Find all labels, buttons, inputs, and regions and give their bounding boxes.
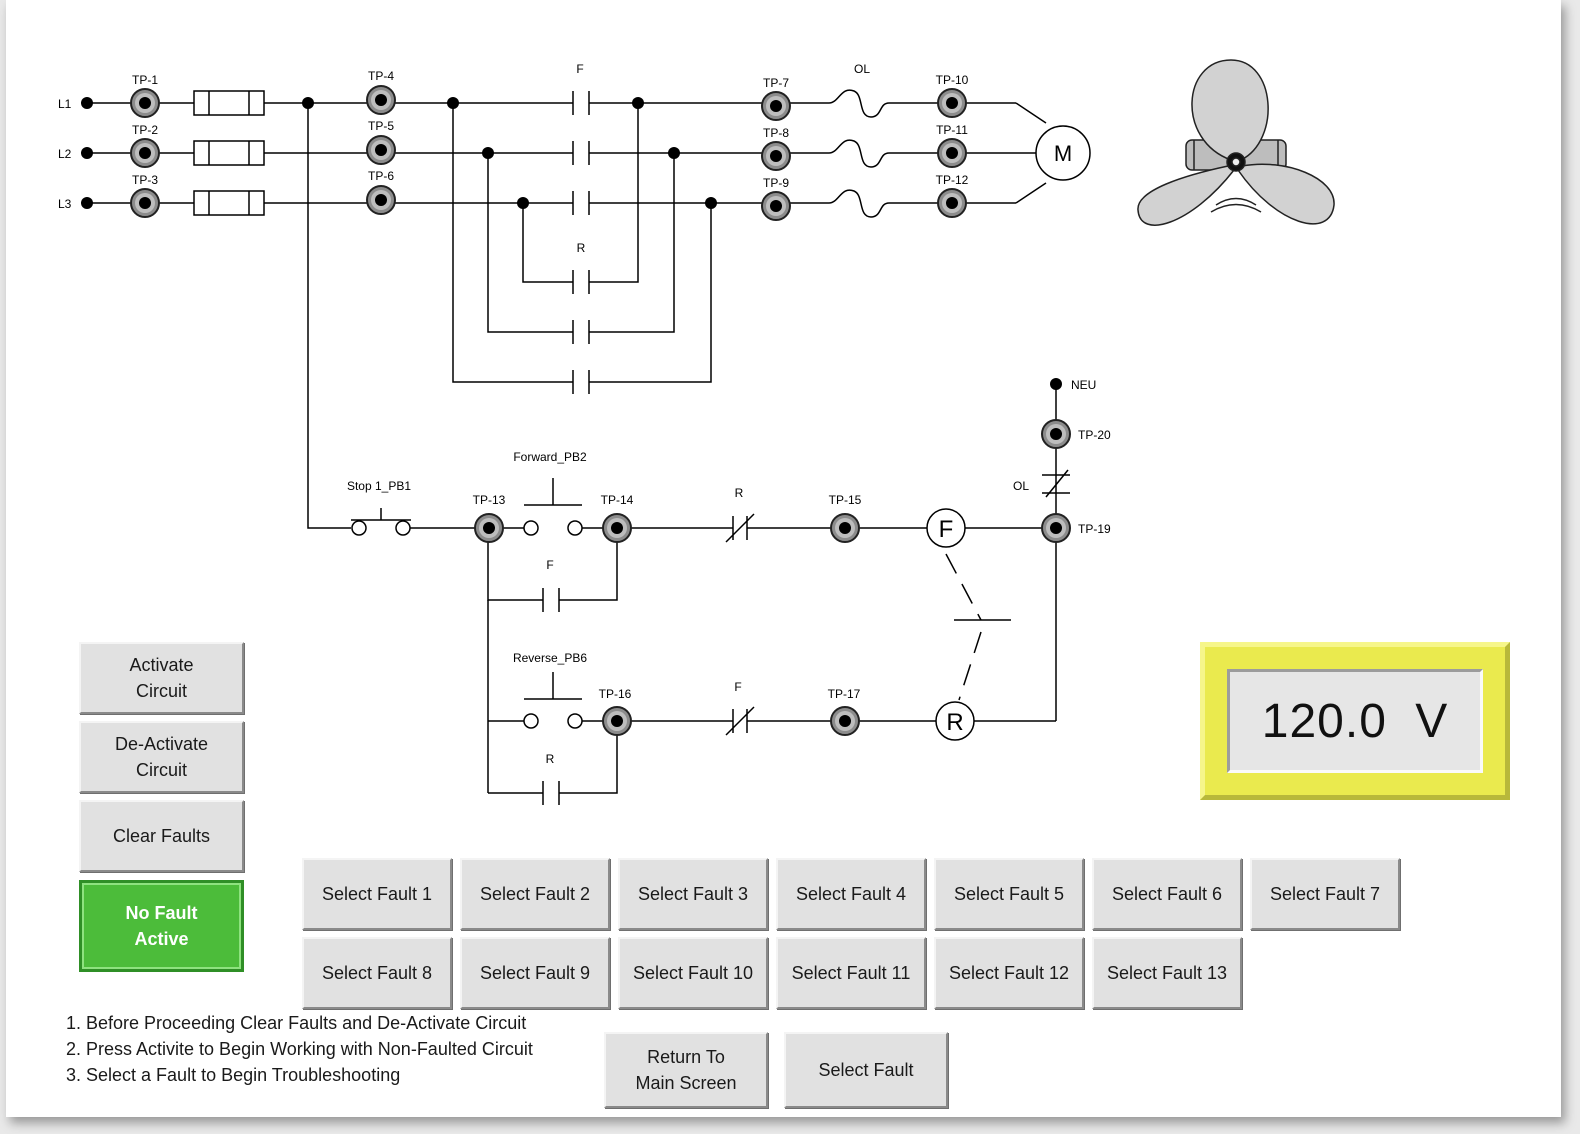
activate-circuit-button[interactable]: Activate Circuit xyxy=(79,642,244,714)
voltage-reading: 120.0 V xyxy=(1227,669,1483,773)
line-label-l1: L1 xyxy=(58,97,72,111)
return-main-screen-button[interactable]: Return To Main Screen xyxy=(604,1032,768,1108)
tp-label: TP-4 xyxy=(368,69,394,83)
test-point-10[interactable] xyxy=(937,88,967,118)
forward-pb-label: Forward_PB2 xyxy=(513,450,587,464)
instruction-line: 3. Select a Fault to Begin Troubleshooti… xyxy=(66,1065,401,1085)
test-point-8[interactable] xyxy=(761,141,791,171)
overload-heaters xyxy=(828,89,890,218)
line-label-l2: L2 xyxy=(58,147,72,161)
motor-label: M xyxy=(1054,141,1072,166)
test-point-14[interactable] xyxy=(602,513,632,543)
select-fault-6-button[interactable]: Select Fault 6 xyxy=(1092,858,1242,930)
select-fault-2-button[interactable]: Select Fault 2 xyxy=(460,858,610,930)
tp-label: TP-14 xyxy=(601,493,634,507)
tp-label: TP-9 xyxy=(763,176,789,190)
stop-pushbutton xyxy=(351,508,411,536)
test-point-1[interactable] xyxy=(130,88,160,118)
select-fault-7-button[interactable]: Select Fault 7 xyxy=(1250,858,1400,930)
interlock-label-r: R xyxy=(735,486,744,500)
tp-label: TP-5 xyxy=(368,119,394,133)
deactivate-circuit-button[interactable]: De-Activate Circuit xyxy=(79,721,244,793)
select-fault-4-button[interactable]: Select Fault 4 xyxy=(776,858,926,930)
test-point-4[interactable] xyxy=(366,85,396,115)
mechanical-interlock xyxy=(945,553,982,701)
tp-label: TP-6 xyxy=(368,169,394,183)
test-point-17[interactable] xyxy=(830,706,860,736)
overload-label: OL xyxy=(854,62,870,76)
reverse-pushbutton xyxy=(523,672,583,729)
ladder-diagram: M xyxy=(58,59,1335,805)
clear-faults-button[interactable]: Clear Faults xyxy=(79,800,244,872)
interlock-label-f: F xyxy=(734,680,741,694)
instructions: 1. Before Proceeding Clear Faults and De… xyxy=(66,1010,533,1088)
control-overload-label: OL xyxy=(1013,479,1029,493)
test-point-9[interactable] xyxy=(761,191,791,221)
test-point-3[interactable] xyxy=(130,188,160,218)
seal-label-f: F xyxy=(546,558,553,572)
fault-status-indicator: No Fault Active xyxy=(79,880,244,972)
fuse-block xyxy=(193,90,265,216)
tp-label: TP-3 xyxy=(132,173,158,187)
motor-symbol xyxy=(1035,125,1091,181)
select-fault-10-button[interactable]: Select Fault 10 xyxy=(618,937,768,1009)
tp-label: TP-19 xyxy=(1078,522,1111,536)
tp-label: TP-1 xyxy=(132,73,158,87)
interlock-contacts xyxy=(542,513,755,805)
forward-coil-label: F xyxy=(939,516,954,543)
forward-pushbutton xyxy=(523,478,583,536)
test-point-11[interactable] xyxy=(937,138,967,168)
tp-label: TP-2 xyxy=(132,123,158,137)
select-fault-9-button[interactable]: Select Fault 9 xyxy=(460,937,610,1009)
contact-label-f: F xyxy=(576,62,583,76)
stop-pb-label: Stop 1_PB1 xyxy=(347,479,411,493)
tp-label: TP-11 xyxy=(936,123,968,137)
test-point-16[interactable] xyxy=(602,706,632,736)
tp-label: TP-7 xyxy=(763,76,789,90)
reverse-coil-label: R xyxy=(946,709,963,736)
select-fault-8-button[interactable]: Select Fault 8 xyxy=(302,937,452,1009)
select-fault-11-button[interactable]: Select Fault 11 xyxy=(776,937,926,1009)
select-fault-5-button[interactable]: Select Fault 5 xyxy=(934,858,1084,930)
test-point-6[interactable] xyxy=(366,185,396,215)
reverse-coil xyxy=(935,701,975,741)
test-point-18[interactable] xyxy=(1041,513,1071,543)
overload-contact xyxy=(1042,469,1070,498)
seal-label-r: R xyxy=(546,752,555,766)
test-point-12[interactable] xyxy=(937,188,967,218)
tp-label: TP-12 xyxy=(936,173,969,187)
line-label-l3: L3 xyxy=(58,197,72,211)
select-fault-1-button[interactable]: Select Fault 1 xyxy=(302,858,452,930)
neutral-label: NEU xyxy=(1071,378,1096,392)
select-fault-button[interactable]: Select Fault xyxy=(784,1032,948,1108)
tp-label: TP-8 xyxy=(763,126,789,140)
reverse-pb-label: Reverse_PB6 xyxy=(513,651,587,665)
instruction-line: 2. Press Activite to Begin Working with … xyxy=(66,1039,533,1059)
main-panel: M xyxy=(6,0,1561,1117)
tp-label: TP-10 xyxy=(936,73,969,87)
contact-label-r: R xyxy=(577,241,586,255)
test-point-2[interactable] xyxy=(130,138,160,168)
test-point-15[interactable] xyxy=(830,513,860,543)
forward-coil xyxy=(926,508,966,548)
select-fault-12-button[interactable]: Select Fault 12 xyxy=(934,937,1084,1009)
test-point-19[interactable] xyxy=(1041,419,1071,449)
select-fault-13-button[interactable]: Select Fault 13 xyxy=(1092,937,1242,1009)
test-point-5[interactable] xyxy=(366,135,396,165)
tp-label: TP-13 xyxy=(473,493,506,507)
tp-label: TP-16 xyxy=(599,687,632,701)
instruction-line: 1. Before Proceeding Clear Faults and De… xyxy=(66,1013,527,1033)
tp-label: TP-15 xyxy=(829,493,862,507)
test-point-13[interactable] xyxy=(474,513,504,543)
tp-label: TP-20 xyxy=(1078,428,1111,442)
test-point-7[interactable] xyxy=(761,91,791,121)
main-contacts xyxy=(572,91,590,394)
voltage-meter: 120.0 V xyxy=(1200,642,1510,800)
select-fault-3-button[interactable]: Select Fault 3 xyxy=(618,858,768,930)
fan-icon xyxy=(1137,59,1335,226)
tp-label: TP-17 xyxy=(828,687,861,701)
